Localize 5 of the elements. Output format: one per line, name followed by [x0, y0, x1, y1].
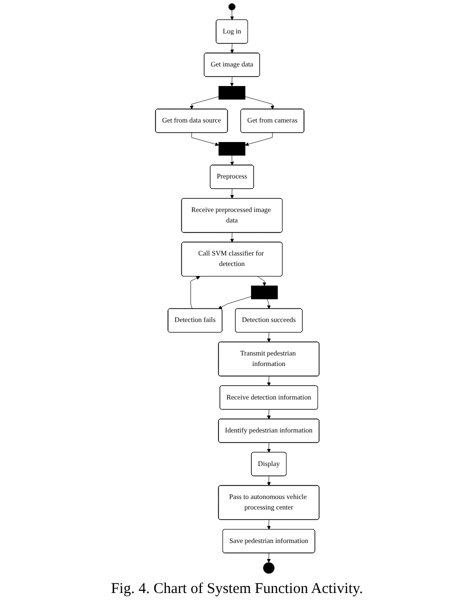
node-circle — [228, 3, 236, 10]
node-bar — [250, 286, 278, 300]
node-bar — [218, 142, 245, 156]
node-bar — [218, 86, 245, 100]
figure-caption: Fig. 4. Chart of System Function Activity. — [111, 580, 363, 599]
